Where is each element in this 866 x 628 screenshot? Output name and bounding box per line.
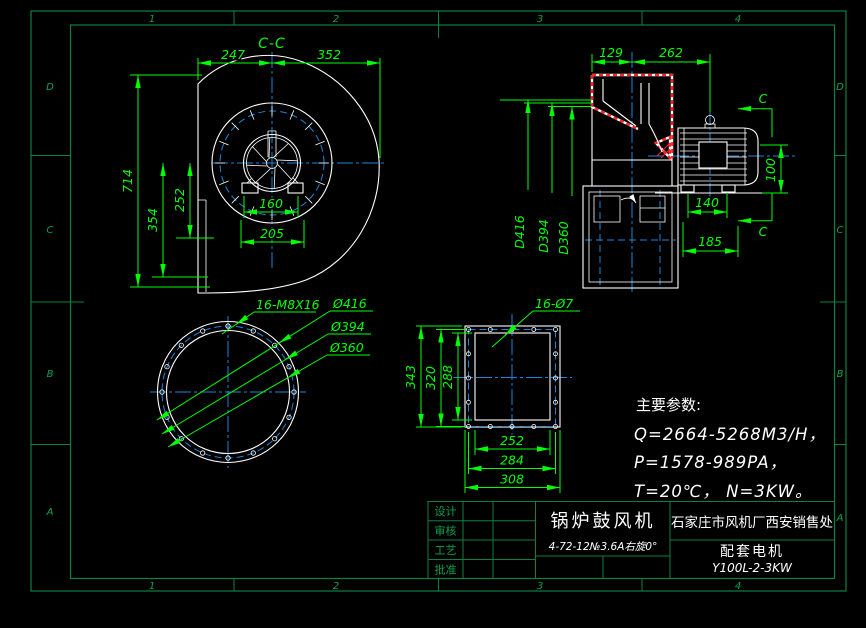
zone-top-1: 1	[149, 14, 155, 25]
section-view-cc: C-C 247 352 714 354 252 160 205	[119, 36, 384, 294]
section-mark-c-bottom: C	[759, 224, 768, 239]
zone-top-3: 3	[537, 14, 543, 25]
parameter-pressure: P=1578-989PA，	[634, 453, 787, 472]
title-row-process: 工艺	[435, 544, 457, 557]
zone-left-d: D	[46, 82, 54, 93]
motor-model: Y100L-2-3KW	[712, 561, 793, 575]
product-model: 4-72-12№3.6A右旋0°	[549, 541, 658, 553]
support-stand	[582, 185, 679, 289]
dim-343: 343	[403, 365, 418, 389]
leader-bolt-spec: 16-M8X16	[256, 297, 320, 312]
square-flange-view: 16-Ø7 343 320 288 252 284 308	[402, 295, 580, 493]
leader-d416: Ø416	[332, 296, 367, 311]
dim-354: 354	[145, 208, 160, 232]
leader-d360: Ø360	[329, 340, 364, 355]
parameters-block: 主要参数: Q=2664-5268M3/H， P=1578-989PA， T=2…	[634, 396, 826, 501]
dim-247: 247	[221, 47, 245, 62]
volute-outline	[197, 55, 380, 294]
zone-bottom-2: 2	[333, 581, 339, 592]
motor	[655, 115, 768, 194]
dim-308: 308	[500, 472, 524, 487]
zone-bottom-1: 1	[149, 581, 155, 592]
impeller-blades	[246, 137, 298, 189]
zone-right-c: C	[837, 225, 844, 236]
zone-left-b: B	[47, 369, 54, 380]
section-mark-c-top: C	[759, 91, 768, 106]
dim-160: 160	[259, 196, 283, 211]
dim-205: 205	[260, 226, 284, 241]
dim-288: 288	[440, 365, 455, 389]
title-row-approve: 批准	[435, 563, 457, 577]
motor-heading: 配套电机	[720, 544, 784, 560]
title-row-design: 设计	[435, 505, 457, 518]
title-row-review: 审核	[435, 524, 457, 538]
zone-top-2: 2	[333, 14, 339, 25]
company-name: 石家庄市风机厂西安销售处	[671, 514, 833, 531]
zone-left-a: A	[46, 507, 54, 518]
motor-nameplate	[698, 141, 728, 169]
parameter-flow: Q=2664-5268M3/H，	[634, 425, 826, 444]
zone-right-d: D	[836, 82, 844, 93]
dim-140: 140	[695, 195, 719, 210]
section-title: C-C	[258, 36, 286, 52]
zone-right-b: B	[837, 369, 844, 380]
leader-d394: Ø394	[330, 319, 365, 334]
title-block: 设计 审核 工艺 批准 锅炉鼓风机 4-72-12№3.6A右旋0° 石家庄市风…	[427, 501, 835, 579]
dim-320: 320	[423, 366, 438, 390]
dim-d394: D394	[536, 219, 551, 253]
dim-252-h: 252	[500, 433, 524, 448]
product-name: 锅炉鼓风机	[551, 511, 656, 532]
dim-252: 252	[172, 188, 187, 212]
dim-352: 352	[317, 47, 341, 62]
parameters-heading: 主要参数:	[636, 396, 701, 414]
dim-284: 284	[500, 453, 524, 468]
side-view: 129 262 D416 D394 D360 100 140 185 C C	[500, 44, 795, 292]
leader-holes: 16-Ø7	[535, 296, 573, 311]
zone-top-4: 4	[735, 14, 741, 25]
motor-eyebolt	[705, 115, 715, 125]
dim-d416: D416	[512, 215, 527, 249]
dim-262: 262	[659, 45, 683, 60]
round-flange-view: 16-M8X16 Ø416 Ø394 Ø360	[150, 295, 373, 468]
dim-185: 185	[698, 234, 722, 249]
zone-bottom-4: 4	[735, 581, 741, 592]
zone-right-a: A	[836, 513, 844, 524]
dim-129: 129	[599, 45, 623, 60]
dim-d360: D360	[556, 221, 571, 255]
zone-bottom-3: 3	[537, 581, 543, 592]
zone-left-c: C	[47, 225, 54, 236]
dim-714: 714	[120, 169, 135, 193]
parameter-temp-power: T=20℃， N=3KW。	[634, 482, 812, 501]
dim-100: 100	[763, 158, 778, 182]
